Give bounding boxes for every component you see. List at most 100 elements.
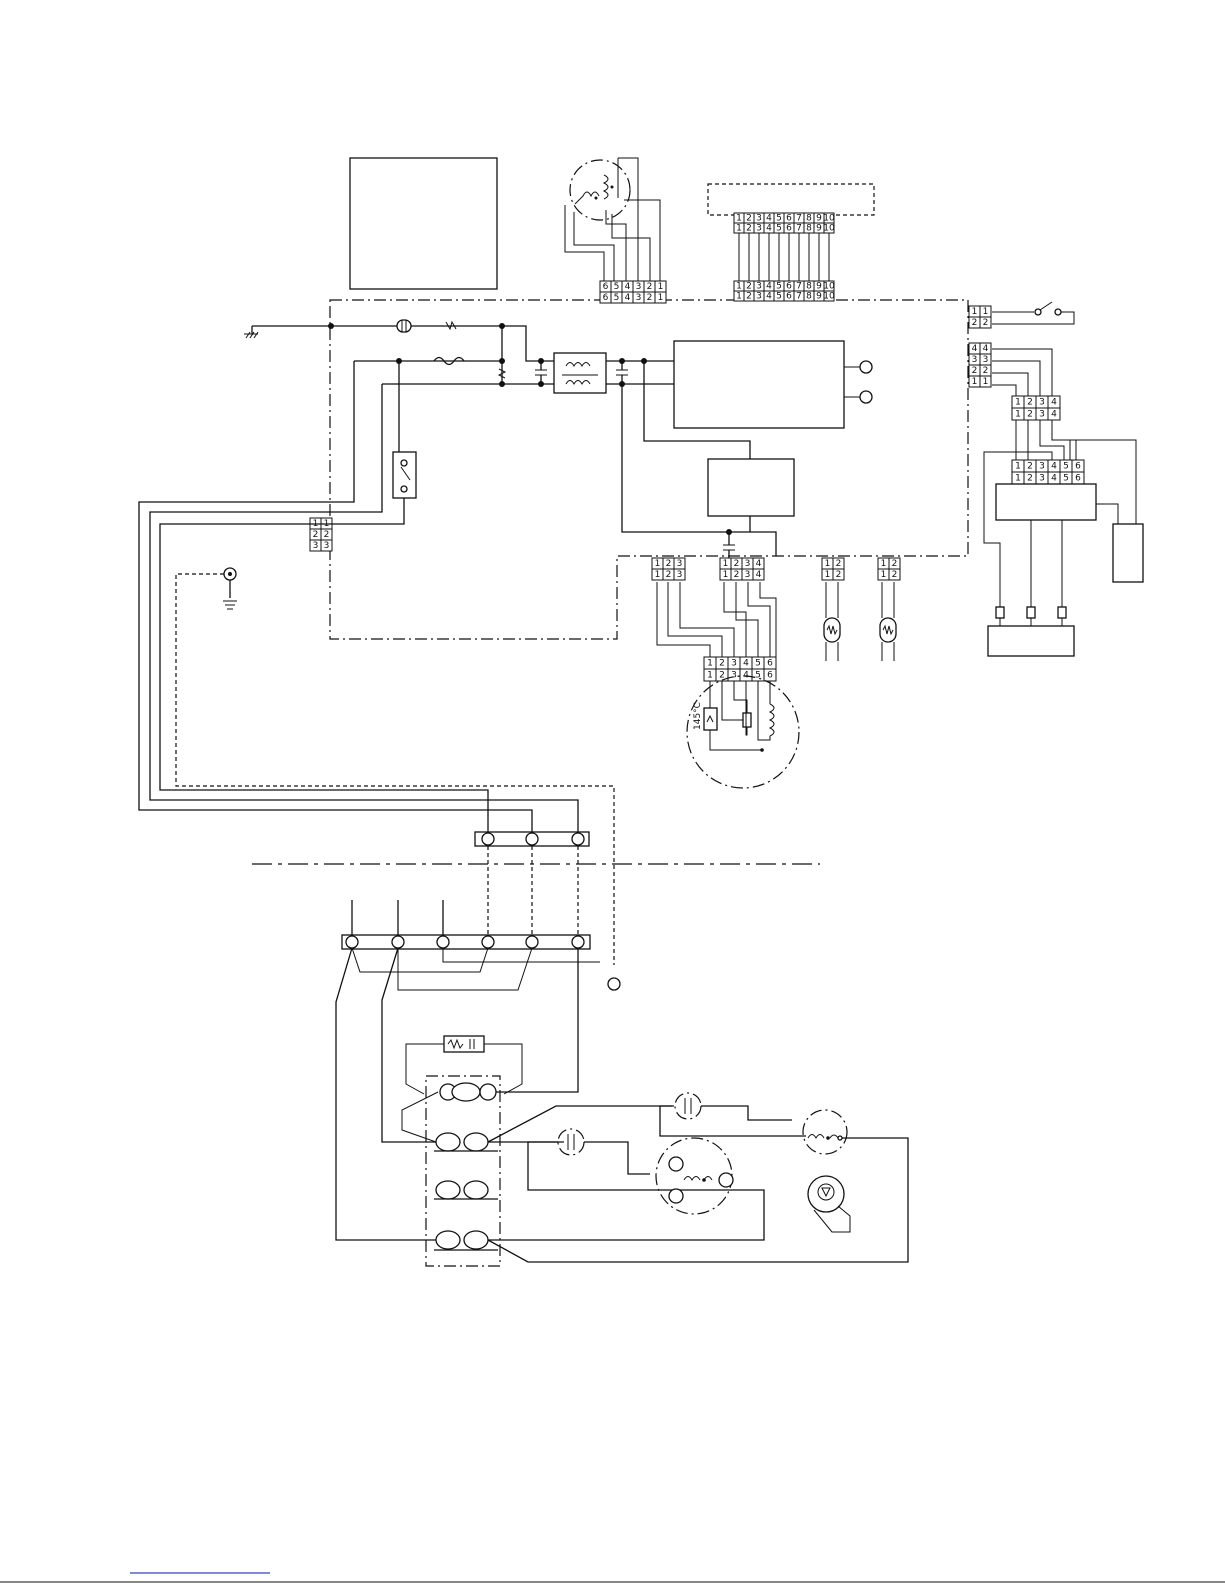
- connector-pin-number: 4: [743, 659, 749, 669]
- connector-pin-number: 9: [816, 214, 822, 224]
- connector-pin-number: 3: [731, 671, 737, 681]
- connector-pin-number: 4: [972, 344, 978, 354]
- connector-pin-number: 1: [707, 671, 713, 681]
- connector-pin-number: 2: [746, 282, 752, 292]
- power-module: [674, 341, 844, 428]
- right-relay-connector: 12341234: [1012, 396, 1060, 420]
- connector-pin-number: 1: [983, 307, 989, 317]
- connector-pin-number: 1: [655, 570, 661, 580]
- connector-pin-number: 10: [823, 214, 835, 224]
- connector-pin-number: 1: [723, 559, 729, 569]
- connector-pin-number: 4: [983, 344, 989, 354]
- connector-pin-number: 2: [719, 659, 725, 669]
- connector-pin-number: 1: [655, 559, 661, 569]
- connector-pin-number: 3: [1039, 474, 1045, 484]
- pipe-sensor-connector: 1212: [878, 558, 900, 580]
- display-board-connector: 1234567891012345678910: [734, 213, 835, 234]
- connector-pin-number: 1: [881, 559, 887, 569]
- connector-pin-number: 2: [313, 530, 319, 540]
- connector-pin-number: 4: [1051, 474, 1057, 484]
- indoor-fan-motor: 145°C: [687, 676, 799, 788]
- connector-pin-number: 2: [972, 366, 978, 376]
- connector-pin-number: 1: [972, 307, 978, 317]
- connector-pin-number: 2: [983, 366, 989, 376]
- connector-pin-number: 2: [324, 530, 330, 540]
- connector-pin-number: 5: [614, 293, 620, 303]
- connector-pin-number: 2: [836, 570, 842, 580]
- connector-pin-number: 3: [756, 292, 762, 302]
- varistor: [397, 320, 411, 332]
- connector-pin-number: 7: [796, 214, 802, 224]
- connector-pin-number: 3: [745, 570, 751, 580]
- connector-pin-number: 1: [723, 570, 729, 580]
- connector-pin-number: 2: [892, 559, 898, 569]
- connector-pin-number: 2: [983, 318, 989, 328]
- outdoor-earth-terminal: [608, 978, 620, 990]
- connector-pin-number: 1: [1015, 474, 1021, 484]
- connector-pin-number: 2: [746, 214, 752, 224]
- connector-pin-number: 10: [823, 282, 835, 292]
- power-terminal-b: [860, 391, 872, 403]
- connector-pin-number: 3: [677, 559, 683, 569]
- connector-pin-number: 3: [745, 559, 751, 569]
- connector-pin-number: 1: [707, 659, 713, 669]
- indoor-fan-motor-housing: [687, 676, 799, 788]
- connector-pin-number: 4: [766, 224, 772, 234]
- connector-pin-number: 5: [776, 282, 782, 292]
- connector-pin-number: 5: [755, 659, 761, 669]
- connector-pin-number: 3: [756, 214, 762, 224]
- thermal-protector-label: 145°C: [693, 702, 703, 730]
- connector-pin-number: 8: [806, 292, 812, 302]
- connector-pin-number: 5: [776, 214, 782, 224]
- connector-pin-number: 3: [636, 293, 642, 303]
- connector-pin-number: 5: [776, 224, 782, 234]
- connector-pin-number: 4: [1051, 462, 1057, 472]
- display-cable-connector: 1234567891012345678910: [734, 281, 835, 302]
- connector-pin-number: 4: [766, 292, 772, 302]
- connector-pin-number: 4: [756, 570, 762, 580]
- connector-pin-number: 8: [806, 224, 812, 234]
- connector-pin-number: 1: [825, 559, 831, 569]
- compressor-motor: [656, 1138, 733, 1214]
- control-module: [708, 459, 794, 516]
- compressor-terminals: [434, 1083, 498, 1250]
- line-filter-choke: [554, 353, 606, 393]
- connector-pin-number: 2: [666, 570, 672, 580]
- connector-pin-number: 2: [892, 570, 898, 580]
- connector-pin-number: 3: [636, 282, 642, 292]
- connector-pin-number: 1: [1015, 398, 1021, 408]
- connector-pin-number: 3: [972, 355, 978, 365]
- connector-pin-number: 2: [836, 559, 842, 569]
- room-temperature-sensor: [824, 582, 840, 661]
- connector-pin-number: 4: [1051, 398, 1057, 408]
- connector-pin-number: 2: [1027, 410, 1033, 420]
- connector-pin-number: 8: [806, 282, 812, 292]
- connector-pin-number: 2: [746, 224, 752, 234]
- connector-pin-number: 3: [677, 570, 683, 580]
- connector-pin-number: 2: [1027, 398, 1033, 408]
- connector-pin-number: 6: [786, 224, 792, 234]
- connector-pin-number: 6: [603, 282, 609, 292]
- connector-pin-number: 4: [625, 293, 631, 303]
- connector-pin-number: 3: [756, 282, 762, 292]
- connector-pin-number: 6: [767, 671, 773, 681]
- thermal-protector: [704, 708, 717, 730]
- connector-pin-number: 4: [756, 559, 762, 569]
- connector-pin-number: 6: [767, 659, 773, 669]
- connector-pin-number: 7: [796, 282, 802, 292]
- connector-pin-number: 1: [881, 570, 887, 580]
- power-terminal-a: [860, 361, 872, 373]
- connector-pin-number: 1: [1015, 462, 1021, 472]
- right-bottom-module: [988, 626, 1074, 656]
- connector-pin-number: 4: [1051, 410, 1057, 420]
- connector-pin-number: 1: [736, 224, 742, 234]
- connector-pin-number: 3: [1039, 410, 1045, 420]
- connector-pin-number: 5: [614, 282, 620, 292]
- connector-pin-number: 1: [983, 377, 989, 387]
- ground-symbol-left: [244, 326, 258, 338]
- swing-motor-housing: [570, 160, 630, 220]
- fan-motor-connector-a: 123123: [652, 558, 685, 580]
